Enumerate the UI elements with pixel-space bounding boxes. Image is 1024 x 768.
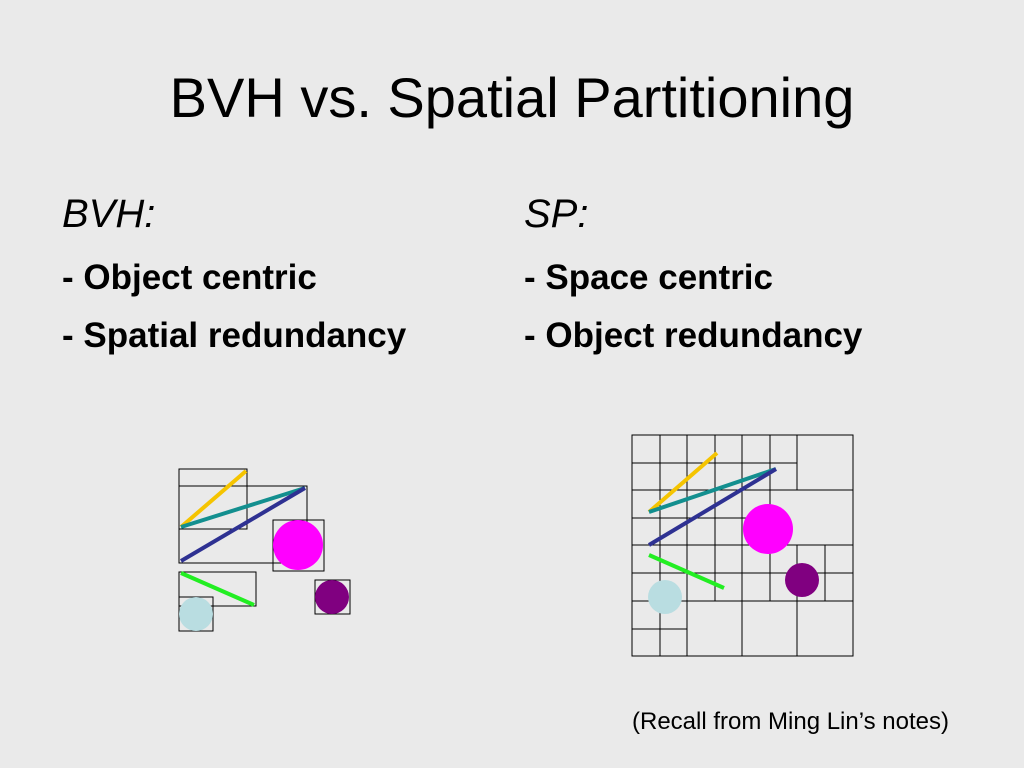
- slide-title: BVH vs. Spatial Partitioning: [169, 66, 855, 129]
- sp-lightblue-object: [648, 580, 682, 614]
- sp-magenta-object: [743, 504, 793, 554]
- bvh-purple-object: [315, 580, 349, 614]
- sp-diagram: [631, 434, 854, 657]
- sp-item-object-redundancy: - Object redundancy: [524, 316, 863, 355]
- sp-teal-segment: [648, 467, 777, 514]
- bvh-navy-segment: [179, 486, 307, 563]
- bvh-magenta-object: [273, 520, 323, 570]
- sp-green-segment: [648, 553, 725, 590]
- bvh-item-spatial-redundancy: - Spatial redundancy: [62, 316, 407, 355]
- sp-column: SP: - Space centric - Object redundancy: [524, 188, 862, 356]
- sp-heading: SP:: [524, 192, 589, 236]
- sp-grid: [631, 434, 854, 657]
- bvh-green-segment: [180, 571, 255, 607]
- bvh-heading: BVH:: [62, 192, 156, 236]
- sp-yellow-segment: [647, 451, 719, 514]
- bvh-box-magenta: [272, 519, 325, 572]
- bvh-column: BVH: - Object centric - Spatial redundan…: [62, 188, 406, 356]
- bvh-lightblue-object: [179, 597, 213, 631]
- bvh-item-object-centric: - Object centric: [62, 258, 317, 297]
- credit-note: (Recall from Ming Lin’s notes): [632, 708, 950, 735]
- bvh-diagram: [178, 468, 351, 632]
- sp-navy-segment: [647, 467, 778, 547]
- sp-item-space-centric: - Space centric: [524, 258, 773, 297]
- bvh-yellow-segment: [179, 469, 248, 529]
- bvh-teal-segment: [180, 486, 306, 529]
- bvh-box-green: [178, 571, 257, 607]
- sp-purple-object: [785, 563, 819, 597]
